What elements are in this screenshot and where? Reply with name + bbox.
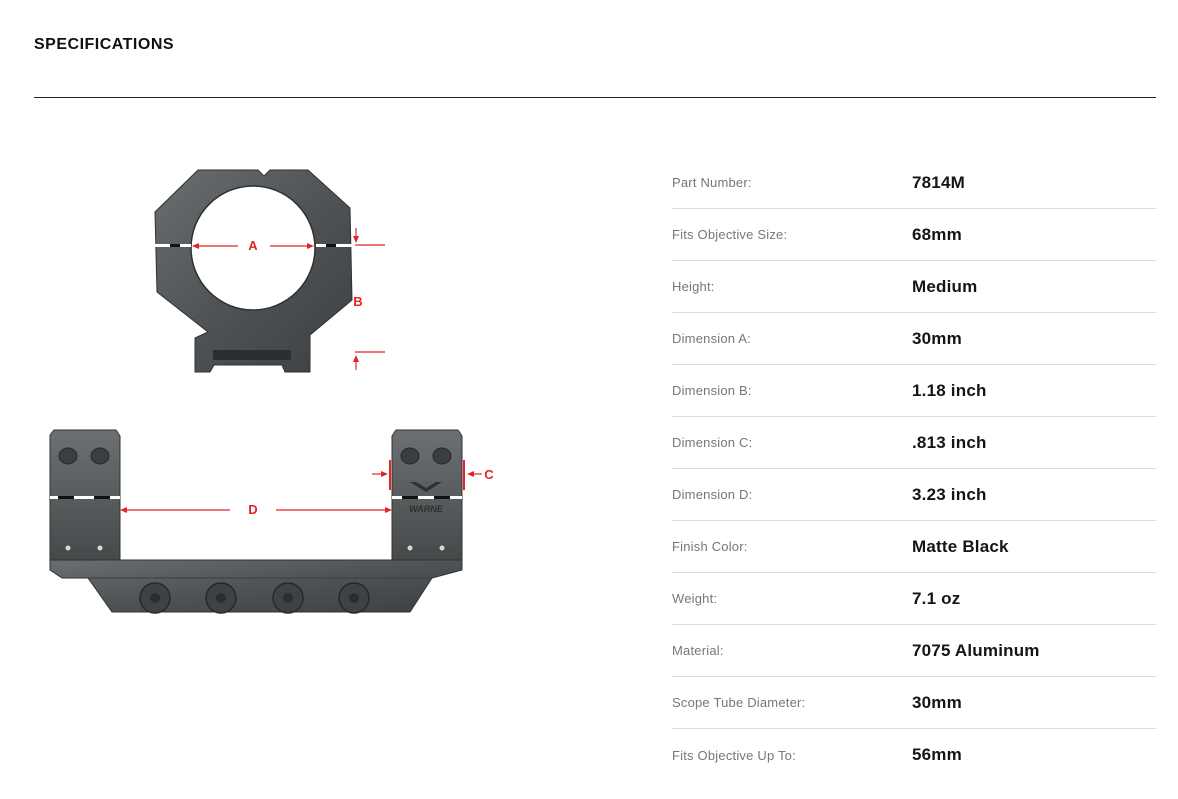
spec-label: Part Number: <box>672 175 752 190</box>
spec-row-part-number: Part Number: 7814M <box>672 157 1156 209</box>
section-divider <box>34 97 1156 98</box>
spec-row-dimension-c: Dimension C: .813 inch <box>672 417 1156 469</box>
dimension-b-marker <box>353 228 385 370</box>
spec-value: Medium <box>912 276 978 296</box>
spec-label: Dimension D: <box>672 487 753 502</box>
spec-value: 56mm <box>912 745 962 764</box>
spec-label: Finish Color: <box>672 539 748 554</box>
spec-row-material: Material: 7075 Aluminum <box>672 625 1156 677</box>
spec-value: 7075 Aluminum <box>912 640 1040 660</box>
spec-label: Dimension B: <box>672 383 752 398</box>
spec-table: Part Number: 7814M Fits Objective Size: … <box>672 157 1156 781</box>
spec-value: 30mm <box>912 692 962 712</box>
spec-value: 7814M <box>912 172 965 192</box>
spec-value: 68mm <box>912 224 962 244</box>
brand-logo-text: WARNE <box>409 504 443 514</box>
spec-label: Scope Tube Diameter: <box>672 695 806 710</box>
spec-label: Dimension A: <box>672 331 751 346</box>
spec-row-scope-tube-diameter: Scope Tube Diameter: 30mm <box>672 677 1156 729</box>
spec-row-finish-color: Finish Color: Matte Black <box>672 521 1156 573</box>
spec-value: 7.1 oz <box>912 588 961 608</box>
spec-row-weight: Weight: 7.1 oz <box>672 573 1156 625</box>
spec-row-dimension-d: Dimension D: 3.23 inch <box>672 469 1156 521</box>
dimension-b-label: B <box>353 294 362 309</box>
spec-value: 3.23 inch <box>912 484 987 504</box>
spec-label: Material: <box>672 643 724 658</box>
dimension-d-marker <box>120 507 392 513</box>
spec-label: Fits Objective Size: <box>672 227 788 242</box>
mount-diagram-svg: A B <box>49 169 494 614</box>
spec-label: Height: <box>672 279 715 294</box>
spec-row-fits-objective-up-to: Fits Objective Up To: 56mm <box>672 729 1156 781</box>
dimension-d-label: D <box>248 502 257 517</box>
spec-value: 30mm <box>912 328 962 348</box>
ring-front-view <box>154 169 353 373</box>
dimension-a-marker <box>192 243 314 249</box>
spec-label: Weight: <box>672 591 718 606</box>
spec-value: Matte Black <box>912 536 1009 556</box>
spec-row-dimension-b: Dimension B: 1.18 inch <box>672 365 1156 417</box>
mount-diagram: A B <box>40 160 510 630</box>
spec-row-fits-objective-size: Fits Objective Size: 68mm <box>672 209 1156 261</box>
mount-side-view <box>49 429 463 614</box>
spec-row-dimension-a: Dimension A: 30mm <box>672 313 1156 365</box>
spec-value: .813 inch <box>912 432 987 452</box>
dimension-a-label: A <box>248 238 258 253</box>
spec-label: Dimension C: <box>672 435 753 450</box>
dimension-c-marker <box>372 460 482 490</box>
spec-label: Fits Objective Up To: <box>672 747 796 763</box>
spec-row-height: Height: Medium <box>672 261 1156 313</box>
section-title: SPECIFICATIONS <box>34 36 175 53</box>
spec-value: 1.18 inch <box>912 380 987 400</box>
dimension-c-label: C <box>484 467 494 482</box>
